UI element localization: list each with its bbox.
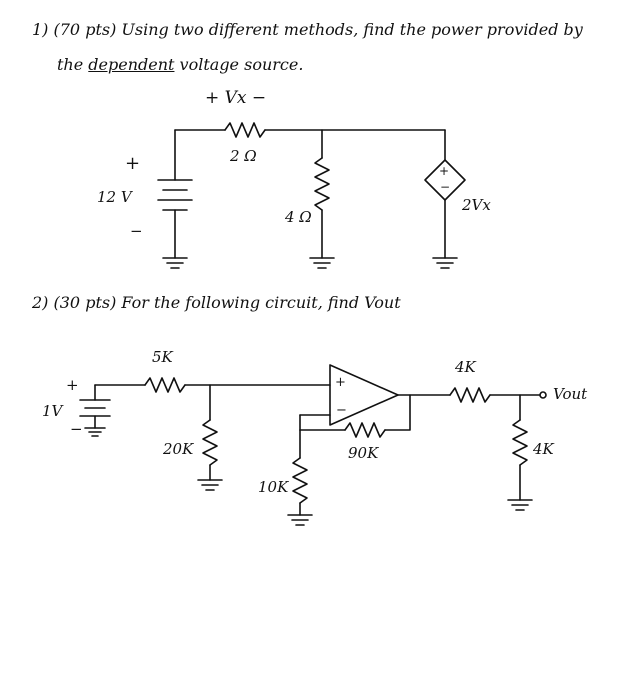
circuit-2 [79,364,547,526]
resistor-10k-label: 10K [258,478,289,496]
problem1-line2-pre: the [57,55,89,74]
resistor-4k-top-label: 4K [455,358,476,376]
source-1v-plus-label: + [66,376,79,394]
dep-source-plus-label: + [439,164,450,178]
vx-label: + Vx − [205,88,267,108]
circuit-1 [157,122,466,269]
source-1v-minus-label: − [70,420,83,438]
opamp-plus-label: + [335,375,346,390]
resistor-90k-label: 90K [348,444,379,462]
vout-label: Vout [553,385,588,403]
problem2-line: 2) (30 pts) For the following circuit, f… [32,293,401,312]
dep-source-2vx-label: 2Vx [462,196,491,214]
opamp-minus-label: − [336,403,347,418]
problem1-line2-post: voltage source. [174,55,304,74]
resistor-5k-label: 5K [152,348,173,366]
resistor-4k-right-label: 4K [533,440,554,458]
source-1v-label: 1V [42,402,63,420]
dep-source-minus-label: − [440,180,451,194]
battery-plus-label: + [125,153,141,174]
problem1-line2-underlined: dependent [88,55,175,74]
problem1-line1: 1) (70 pts) Using two different methods,… [32,20,583,39]
battery-12v-label: 12 V [97,188,132,206]
resistor-20k-label: 20K [163,440,194,458]
resistor-2-ohm-label: 2 Ω [230,147,257,165]
resistor-4-ohm-label: 4 Ω [285,208,312,226]
battery-minus-label: − [130,222,143,240]
problem1-line2: the dependent voltage source. [57,55,303,74]
